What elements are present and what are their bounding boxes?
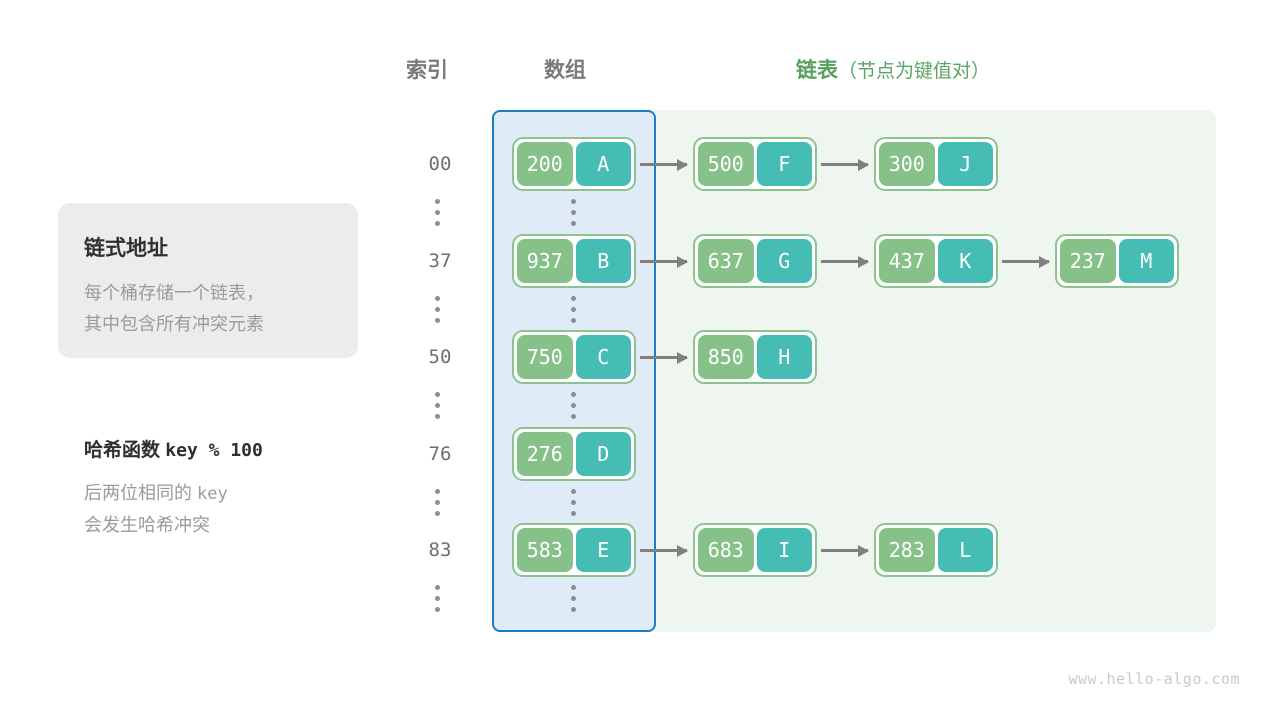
array-ellipsis bbox=[571, 489, 577, 516]
index-ellipsis bbox=[435, 199, 441, 226]
chain-arrow bbox=[821, 544, 869, 557]
chain-arrow bbox=[640, 158, 688, 171]
chain-arrow bbox=[640, 544, 688, 557]
array-ellipsis bbox=[571, 585, 577, 612]
chain-arrow bbox=[821, 255, 869, 268]
node-value: J bbox=[937, 142, 993, 186]
node-key: 500 bbox=[698, 142, 754, 186]
info-card-title: 链式地址 bbox=[84, 237, 168, 260]
node-key: 583 bbox=[517, 528, 573, 572]
node-key: 937 bbox=[517, 239, 573, 283]
node-value: L bbox=[937, 528, 993, 572]
node-key: 300 bbox=[879, 142, 935, 186]
node-value: D bbox=[575, 432, 631, 476]
array-ellipsis bbox=[571, 199, 577, 226]
row-index-label: 00 bbox=[428, 153, 452, 175]
chain-arrow bbox=[1002, 255, 1050, 268]
row-index-label: 50 bbox=[428, 346, 452, 368]
node-value: G bbox=[756, 239, 812, 283]
column-header-array: 数组 bbox=[544, 59, 586, 82]
node-key: 276 bbox=[517, 432, 573, 476]
row-index-label: 83 bbox=[428, 539, 452, 561]
hash-function-note: 后两位相同的 key 会发生哈希冲突 bbox=[84, 478, 228, 541]
node-key: 637 bbox=[698, 239, 754, 283]
hash-note-line-1: 后两位相同的 key bbox=[84, 478, 228, 510]
watermark: www.hello-algo.com bbox=[1068, 670, 1240, 688]
node-key: 437 bbox=[879, 239, 935, 283]
info-card-body: 每个桶存储一个链表， 其中包含所有冲突元素 bbox=[84, 278, 264, 340]
row-index-label: 37 bbox=[428, 250, 452, 272]
node-key: 237 bbox=[1060, 239, 1116, 283]
hash-note-line-1-code: key bbox=[197, 484, 228, 504]
info-card bbox=[58, 203, 358, 358]
column-header-index: 索引 bbox=[406, 59, 448, 82]
chain-arrow bbox=[640, 255, 688, 268]
index-ellipsis bbox=[435, 392, 441, 419]
info-card-line-1: 每个桶存储一个链表， bbox=[84, 283, 264, 303]
hash-function-expression: key % 100 bbox=[165, 440, 263, 461]
node-value: K bbox=[937, 239, 993, 283]
column-header-linked-list: 链表（节点为键值对） bbox=[796, 54, 990, 84]
node-value: H bbox=[756, 335, 812, 379]
hash-note-line-2: 会发生哈希冲突 bbox=[84, 515, 210, 535]
node-key: 283 bbox=[879, 528, 935, 572]
chain-arrow bbox=[821, 158, 869, 171]
node-value: B bbox=[575, 239, 631, 283]
hash-function-title: 哈希函数 key % 100 bbox=[84, 435, 263, 462]
index-ellipsis bbox=[435, 585, 441, 612]
column-header-linked-list-sub: （节点为键值对） bbox=[838, 61, 991, 82]
node-value: C bbox=[575, 335, 631, 379]
column-header-linked-list-main: 链表 bbox=[796, 59, 838, 82]
node-key: 200 bbox=[517, 142, 573, 186]
node-value: M bbox=[1118, 239, 1174, 283]
index-ellipsis bbox=[435, 296, 441, 323]
node-value: E bbox=[575, 528, 631, 572]
node-value: A bbox=[575, 142, 631, 186]
index-ellipsis bbox=[435, 489, 441, 516]
chain-arrow bbox=[640, 351, 688, 364]
hash-function-label: 哈希函数 bbox=[84, 440, 161, 461]
node-value: I bbox=[756, 528, 812, 572]
node-key: 683 bbox=[698, 528, 754, 572]
node-key: 750 bbox=[517, 335, 573, 379]
node-key: 850 bbox=[698, 335, 754, 379]
array-ellipsis bbox=[571, 392, 577, 419]
hash-note-line-1-text: 后两位相同的 bbox=[84, 483, 192, 503]
array-ellipsis bbox=[571, 296, 577, 323]
row-index-label: 76 bbox=[428, 443, 452, 465]
node-value: F bbox=[756, 142, 812, 186]
info-card-line-2: 其中包含所有冲突元素 bbox=[84, 314, 264, 334]
